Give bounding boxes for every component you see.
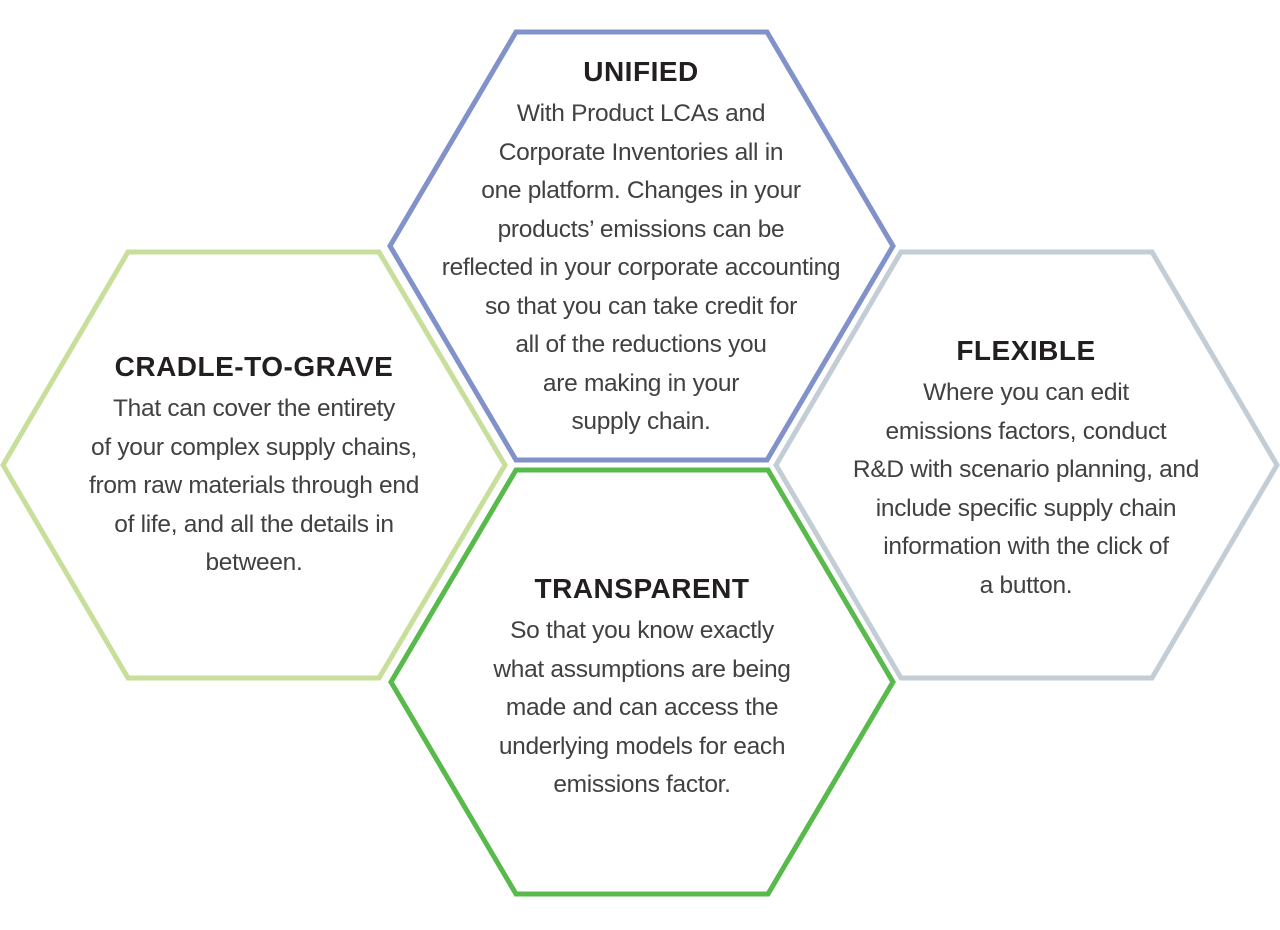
cradle-to-grave-hexagon-text: CRADLE-TO-GRAVE That can cover the entir… <box>89 352 419 583</box>
flexible-hexagon-text: FLEXIBLE Where you can edit emissions fa… <box>853 336 1199 605</box>
cradle-to-grave-title: CRADLE-TO-GRAVE <box>114 351 394 382</box>
transparent-hexagon-outline <box>388 467 896 897</box>
unified-hexagon-text: UNIFIED With Product LCAs and Corporate … <box>442 57 841 442</box>
unified-body: With Product LCAs and Corporate Inventor… <box>441 100 841 435</box>
flexible-hexagon-outline <box>773 249 1280 681</box>
transparent-body: So that you know exactly what assumption… <box>493 617 791 798</box>
flexible-title: FLEXIBLE <box>956 335 1096 366</box>
unified-hexagon-outline <box>387 29 896 463</box>
transparent-title: TRANSPARENT <box>534 573 750 604</box>
transparent-hexagon-text: TRANSPARENT So that you know exactly wha… <box>493 573 791 805</box>
unified-title: UNIFIED <box>583 56 699 87</box>
cradle-to-grave-hexagon-outline <box>0 249 508 681</box>
flexible-body: Where you can edit emissions factors, co… <box>852 379 1200 599</box>
cradle-to-grave-body: That can cover the entirety of your comp… <box>88 395 420 576</box>
